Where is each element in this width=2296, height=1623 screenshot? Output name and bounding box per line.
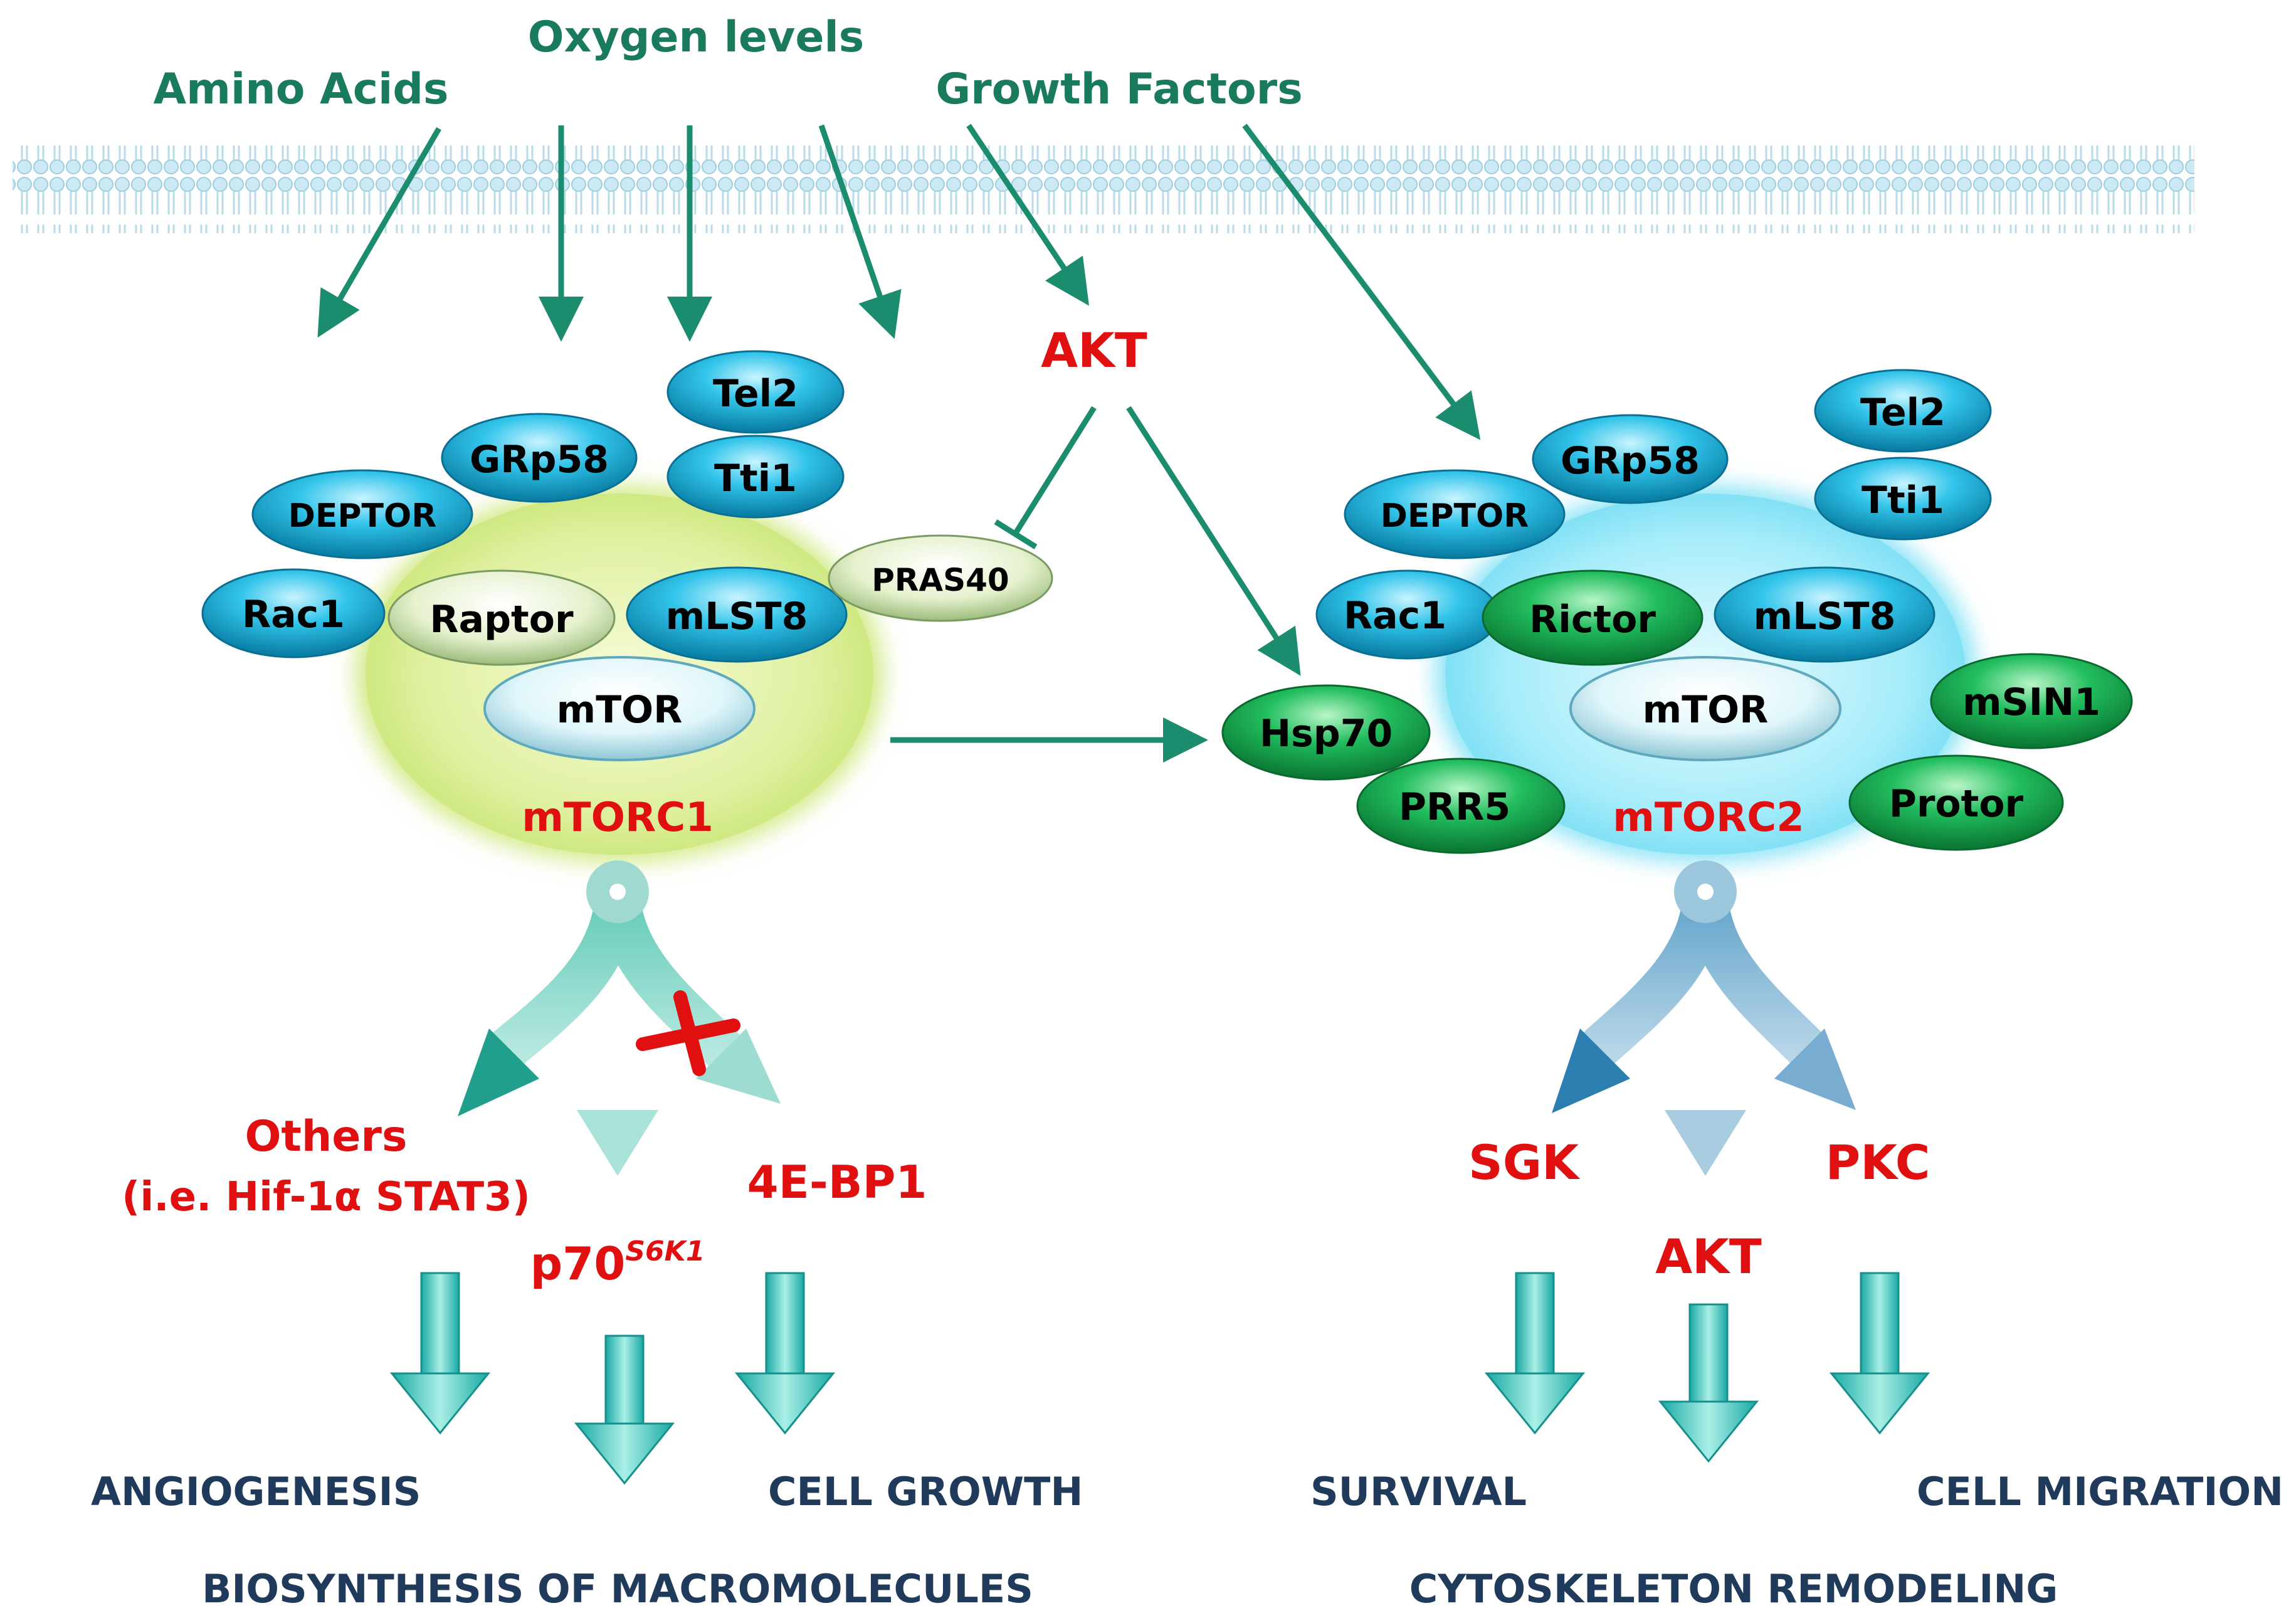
down-arrow-icon (1484, 1272, 1586, 1435)
pkc-label: PKC (1826, 1134, 1930, 1190)
amino-acids-label: Amino Acids (154, 65, 449, 114)
protor-label: Protor (1889, 782, 2024, 826)
arrow-akt-to-hsp70 (1126, 406, 1301, 676)
protein-raptor: Raptor (387, 569, 616, 666)
fork1-arrow-left (458, 1028, 539, 1116)
protein-msin1: mSIN1 (1930, 653, 2133, 749)
protein-rac1-2: Rac1 (1315, 569, 1500, 660)
mtorc2-fork (1552, 860, 1856, 1176)
cell-membrane (13, 145, 2194, 233)
block-x-icon (636, 990, 740, 1076)
akt-output-label: AKT (1655, 1229, 1762, 1284)
hsp70-label: Hsp70 (1260, 712, 1393, 756)
grp58-label: GRp58 (470, 438, 609, 482)
inhibition-akt-pras40 (994, 406, 1097, 549)
others-detail-label: (i.e. Hif-1α STAT3) (122, 1174, 530, 1220)
rictor-label: Rictor (1529, 598, 1656, 642)
prr5-label: PRR5 (1399, 785, 1510, 829)
fork2-arrow-right (1774, 1028, 1856, 1110)
cell-migration-label: CELL MIGRATION (1917, 1469, 2283, 1515)
mtor-label: mTOR (557, 688, 683, 732)
protein-prr5: PRR5 (1356, 758, 1566, 854)
growth-factors-label: Growth Factors (935, 65, 1302, 114)
protein-rictor: Rictor (1482, 569, 1704, 666)
rac1-label: Rac1 (1344, 594, 1446, 638)
raptor-label: Raptor (429, 598, 574, 642)
biosynthesis-label: BIOSYNTHESIS OF MACROMOLECULES (202, 1566, 1033, 1612)
down-arrow-icon (574, 1335, 675, 1485)
fork1-arrow-right (696, 1028, 781, 1104)
input-arrows (317, 124, 1481, 763)
down-arrow-icon (389, 1272, 491, 1435)
survival-label: SURVIVAL (1310, 1469, 1527, 1515)
arrow-amino-to-mtorc1 (317, 127, 441, 338)
tel2-label: Tel2 (713, 372, 798, 416)
down-arrow-icon (1829, 1272, 1930, 1435)
oxygen-levels-label: Oxygen levels (528, 13, 865, 62)
protein-tel2-2: Tel2 (1814, 369, 1992, 453)
fork2-arrow-left (1552, 1028, 1630, 1113)
others-label: Others (245, 1112, 408, 1161)
protein-tel2-1: Tel2 (666, 350, 845, 434)
deptor-label: DEPTOR (1381, 497, 1529, 535)
p70-s6k1-label: p70S6K1 (530, 1235, 705, 1290)
fork2-arrow-center (1665, 1110, 1746, 1176)
pras40-label: PRAS40 (872, 562, 1009, 598)
sgk-label: SGK (1468, 1134, 1581, 1190)
angiogenesis-label: ANGIOGENESIS (91, 1469, 421, 1515)
protein-mlst8-2: mLST8 (1714, 566, 1935, 663)
mtorc1-complex: Tel2 Tti1 GRp58 DEPTOR Rac1 Raptor mLST8… (201, 350, 1053, 862)
mlst8-label: mLST8 (1754, 595, 1896, 638)
protein-deptor-2: DEPTOR (1344, 469, 1566, 559)
msin1-label: mSIN1 (1962, 680, 2100, 724)
deptor-label: DEPTOR (288, 497, 437, 535)
4ebp1-label: 4E-BP1 (747, 1156, 927, 1208)
protein-protor: Protor (1848, 754, 2064, 851)
protein-tti1-2: Tti1 (1814, 457, 1992, 541)
protein-tti1-1: Tti1 (666, 435, 845, 519)
protein-pras40: PRAS40 (828, 534, 1053, 622)
cell-growth-label: CELL GROWTH (768, 1469, 1083, 1515)
grp58-label: GRp58 (1561, 439, 1700, 483)
tti1-label: Tti1 (714, 457, 797, 500)
tel2-label: Tel2 (1860, 391, 1946, 435)
protein-grp58-2: GRp58 (1532, 414, 1729, 504)
mtor-label: mTOR (1643, 688, 1769, 732)
mtorc2-label: mTORC2 (1613, 795, 1804, 841)
akt-label: AKT (1041, 322, 1147, 378)
mtorc2-complex: Tel2 Tti1 GRp58 DEPTOR Rac1 Rictor mLST8… (1221, 369, 2133, 862)
protein-grp58-1: GRp58 (441, 413, 638, 503)
arrow-growth-to-akt (966, 124, 1089, 306)
protein-mtor-2: mTOR (1569, 656, 1841, 761)
arrow-oxygen-to-mtorc1-c (818, 124, 902, 339)
result-arrows (389, 1272, 1930, 1485)
mtorc1-label: mTORC1 (522, 795, 714, 841)
protein-rac1-1: Rac1 (201, 568, 386, 658)
mtorc1-fork (458, 860, 781, 1176)
tti1-label: Tti1 (1862, 478, 1944, 522)
protein-mtor-1: mTOR (483, 656, 756, 761)
rac1-label: Rac1 (242, 593, 345, 637)
cytoskeleton-label: CYTOSKELETON REMODELING (1409, 1566, 2058, 1612)
arrow-growth-to-mtorc2 (1242, 124, 1481, 440)
protein-mlst8-1: mLST8 (626, 566, 848, 663)
protein-hsp70: Hsp70 (1221, 684, 1431, 781)
fork1-arrow-center (577, 1110, 658, 1176)
down-arrow-icon (1658, 1303, 1759, 1463)
mlst8-label: mLST8 (666, 595, 808, 638)
down-arrow-icon (734, 1272, 836, 1435)
protein-deptor-1: DEPTOR (251, 469, 473, 559)
